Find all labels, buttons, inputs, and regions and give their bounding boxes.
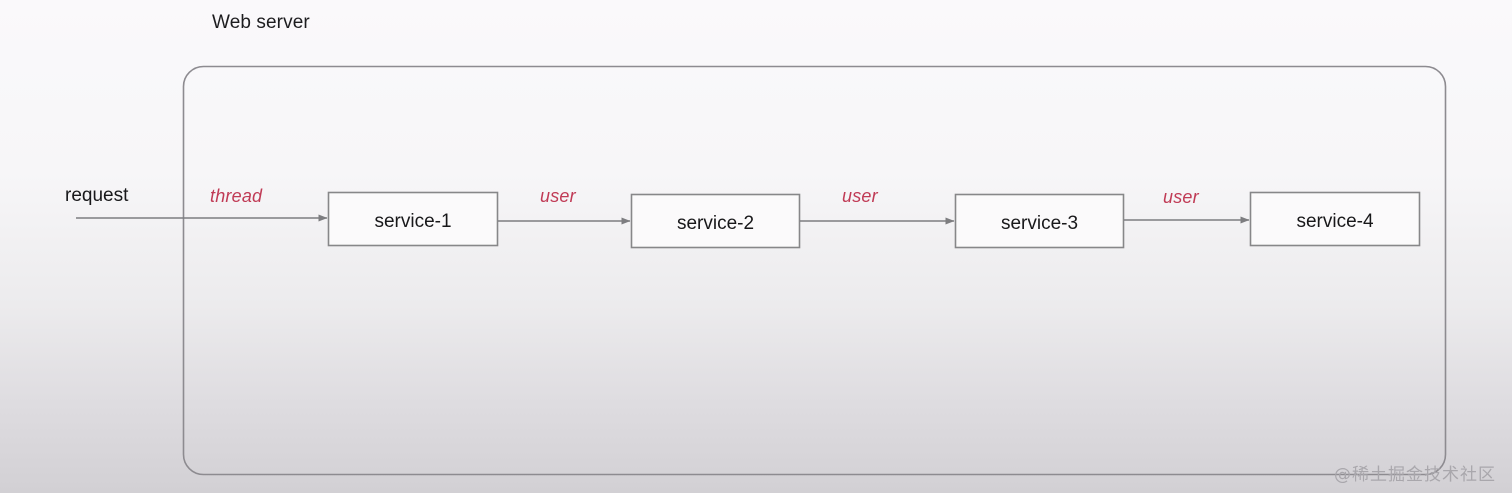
- request-label: request: [65, 185, 129, 206]
- edge-label-user-2: user: [842, 186, 878, 206]
- node-service-3: [954, 193, 1125, 249]
- edge-label-user-3: user: [1163, 187, 1199, 207]
- edge-label-user-1: user: [540, 186, 576, 206]
- web-server-title: Web server: [212, 12, 310, 33]
- watermark: @稀土掘金技术社区: [1334, 465, 1496, 485]
- node-label-service-2: service-2: [676, 213, 755, 234]
- edge-label-thread: thread: [210, 186, 263, 206]
- node-service-4: [1249, 191, 1421, 247]
- node-service-1: [327, 191, 499, 247]
- node-label-service-1: service-1: [374, 211, 452, 232]
- node-label-service-4: service-4: [1296, 211, 1374, 232]
- node-label-service-3: service-3: [1000, 213, 1079, 234]
- web-server-boundary: [182, 65, 1447, 476]
- node-service-2: [630, 193, 801, 249]
